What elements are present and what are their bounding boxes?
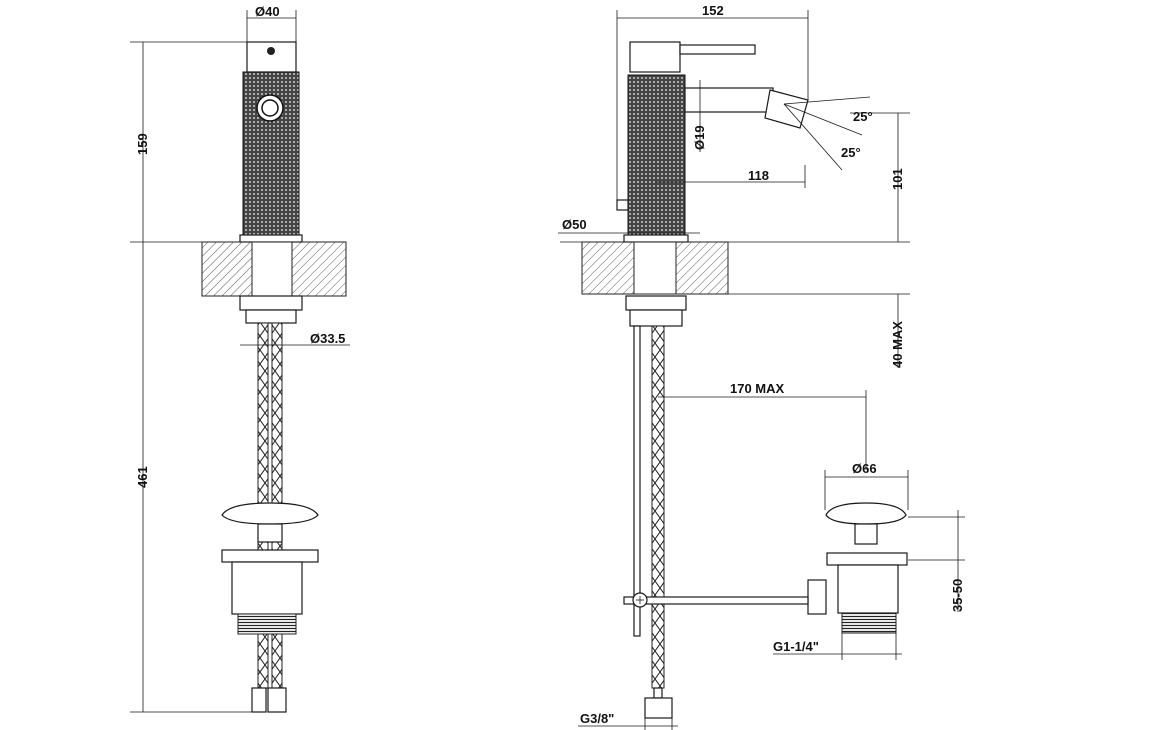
lever-knob-inner bbox=[261, 99, 279, 117]
handle-head bbox=[629, 41, 681, 73]
hose-side bbox=[651, 325, 665, 689]
pop-up-rod bbox=[633, 325, 641, 637]
drain-body bbox=[231, 561, 303, 615]
aerator bbox=[764, 89, 809, 129]
left-view: 159 461 Ø40 Ø33.5 bbox=[130, 4, 350, 713]
dim-hose-thread: G3/8" bbox=[580, 711, 614, 726]
dim-height-body: 159 bbox=[135, 133, 150, 155]
dim-dia-drain: Ø66 bbox=[852, 461, 877, 476]
drain-stem bbox=[257, 523, 283, 543]
dim-dia-spout: Ø19 bbox=[692, 125, 707, 150]
dim-drain-range: 35-50 bbox=[950, 579, 965, 612]
countertop-hole bbox=[251, 241, 293, 297]
drain-cap-side bbox=[825, 502, 907, 525]
drain-thread-side bbox=[841, 612, 897, 634]
knurled-body-side bbox=[627, 74, 686, 236]
dim-height-total: 461 bbox=[135, 466, 150, 488]
dim-angle-down: 25° bbox=[841, 145, 861, 160]
hose-fitting-neck bbox=[653, 687, 663, 699]
hose-fitting-side bbox=[644, 697, 673, 719]
right-view: 152 Ø19 25° 25° 118 101 Ø50 40 MAX 170 M… bbox=[558, 3, 965, 730]
drain-rod-connector bbox=[807, 579, 827, 615]
base-ring bbox=[239, 234, 303, 243]
drain-flange bbox=[221, 549, 319, 563]
pop-up-linkage-rod bbox=[645, 596, 809, 605]
hose-fitting-right bbox=[267, 687, 287, 713]
dim-dia-top: Ø40 bbox=[255, 4, 280, 19]
dim-angle-up: 25° bbox=[853, 109, 873, 124]
fixing-washer-side bbox=[629, 309, 683, 327]
dim-width-total: 152 bbox=[702, 3, 724, 18]
hose-fitting-left bbox=[251, 687, 267, 713]
drain-thread bbox=[237, 613, 297, 635]
dim-dia-base: Ø50 bbox=[562, 217, 587, 232]
pop-up-rod-knob bbox=[616, 199, 629, 211]
base-ring-side bbox=[623, 234, 689, 243]
countertop-hole-side bbox=[633, 241, 677, 295]
drain-body-side bbox=[837, 564, 899, 614]
dim-drain-distance: 170 MAX bbox=[730, 381, 785, 396]
handle-hole bbox=[267, 47, 275, 55]
dim-dia-hose: Ø33.5 bbox=[310, 331, 345, 346]
drain-flange-side bbox=[826, 552, 908, 566]
handle-lever bbox=[679, 44, 756, 55]
handle-top bbox=[246, 41, 297, 73]
dim-deck-thickness: 40 MAX bbox=[890, 321, 905, 368]
fixing-nut-side bbox=[625, 295, 687, 311]
drain-cap bbox=[221, 502, 319, 525]
drain-stem-side bbox=[854, 523, 878, 545]
dim-drain-thread: G1-1/4" bbox=[773, 639, 819, 654]
fixing-washer bbox=[245, 309, 297, 324]
spout bbox=[684, 87, 774, 113]
dim-spout-reach: 118 bbox=[748, 168, 769, 183]
fixing-nut bbox=[239, 295, 303, 311]
dim-spout-height: 101 bbox=[890, 168, 905, 190]
